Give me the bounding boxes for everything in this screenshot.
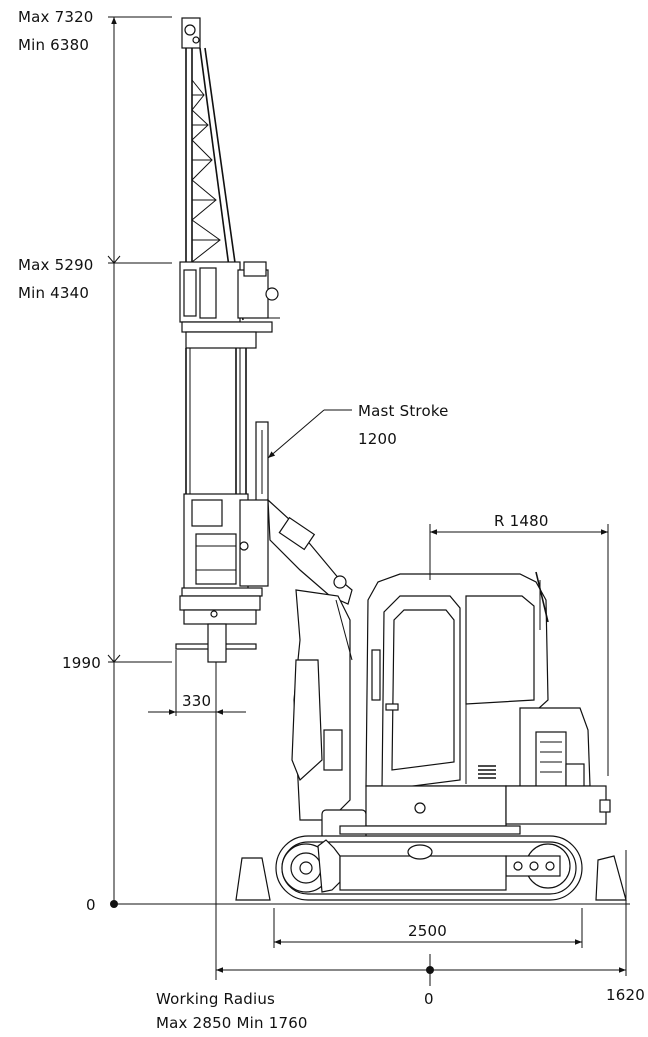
radius-label: R 1480 (494, 512, 549, 530)
offset-label: 330 (182, 692, 212, 710)
radius-dimension (429, 524, 609, 776)
origin-label: 0 (424, 990, 434, 1008)
track-length-label: 2500 (408, 922, 447, 940)
working-radius-values: Max 2850 Min 1760 (156, 1014, 308, 1032)
height-min-top: Min 6380 (18, 36, 90, 54)
height-dimension-lines (107, 16, 630, 908)
mast (175, 17, 280, 980)
working-radius-dimension (216, 850, 627, 986)
height-ground: 0 (86, 896, 96, 914)
vent-grille (478, 765, 496, 779)
height-max-mid: Max 5290 (18, 256, 94, 274)
excavator-cab (339, 571, 611, 835)
tracks (235, 835, 627, 901)
height-min-mid: Min 4340 (18, 284, 90, 302)
boom-arm (267, 498, 367, 841)
offset-dimension (148, 650, 246, 716)
mast-stroke-value: 1200 (358, 430, 397, 448)
working-radius-title: Working Radius (156, 990, 276, 1008)
mast-stroke-leader (267, 409, 352, 459)
right-extent-label: 1620 (606, 986, 645, 1004)
mast-stroke-label: Mast Stroke (358, 402, 449, 420)
track-length-dimension (273, 908, 583, 948)
height-max-top: Max 7320 (18, 8, 94, 26)
height-tool: 1990 (62, 654, 101, 672)
